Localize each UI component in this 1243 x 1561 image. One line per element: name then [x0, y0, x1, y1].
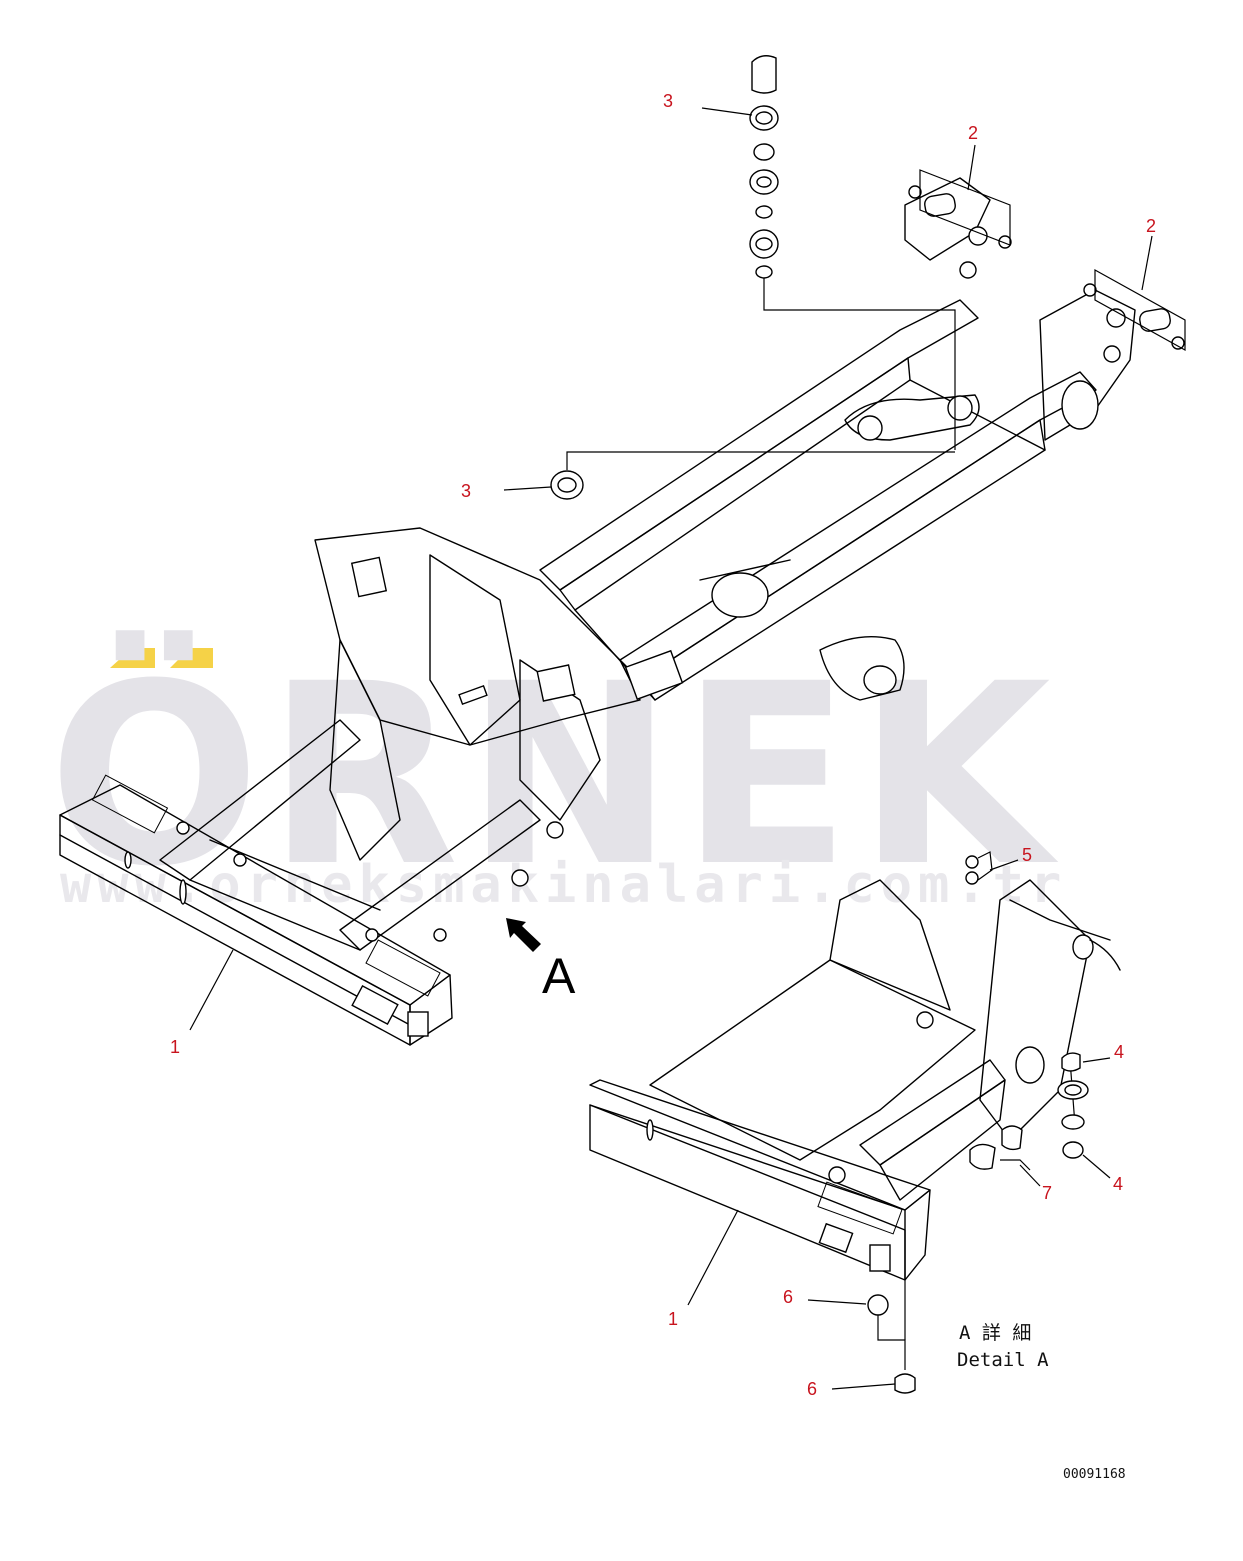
callout-6-lower[interactable]: 6: [807, 1379, 817, 1399]
callout-leaders: [189, 107, 1153, 1390]
detail-caption-jp: A 詳 細: [959, 1322, 1031, 1344]
view-arrow-icon: [506, 918, 541, 952]
view-arrow-label: A: [542, 948, 576, 1004]
main-frame-drawing: [59, 177, 1136, 1046]
callout-1-detail[interactable]: 1: [668, 1309, 678, 1329]
watermark-accent-left: [110, 648, 155, 668]
callout-4-upper[interactable]: 4: [1114, 1042, 1124, 1062]
detail-caption-en: Detail A: [957, 1349, 1049, 1371]
drawing-number: 00091168: [1063, 1467, 1126, 1482]
callout-5[interactable]: 5: [1022, 845, 1032, 865]
callout-3-middle[interactable]: 3: [461, 481, 471, 501]
callout-1-main[interactable]: 1: [170, 1037, 180, 1057]
callout-2-left[interactable]: 2: [968, 123, 978, 143]
callout-6-upper[interactable]: 6: [783, 1287, 793, 1307]
callout-labels: 3 2 2 3 1 5 4 4 7 6 1 6: [170, 91, 1156, 1399]
pin-stack-drawing: [550, 55, 1186, 500]
callout-3-top[interactable]: 3: [663, 91, 673, 111]
callout-4-lower[interactable]: 4: [1113, 1174, 1123, 1194]
detail-a-drawing: [589, 851, 1121, 1394]
callout-2-right[interactable]: 2: [1146, 216, 1156, 236]
callout-7[interactable]: 7: [1042, 1183, 1052, 1203]
watermark-url: www.orneksmakinalari.com.tr: [60, 855, 1067, 915]
watermark-accent-right: [170, 648, 213, 668]
